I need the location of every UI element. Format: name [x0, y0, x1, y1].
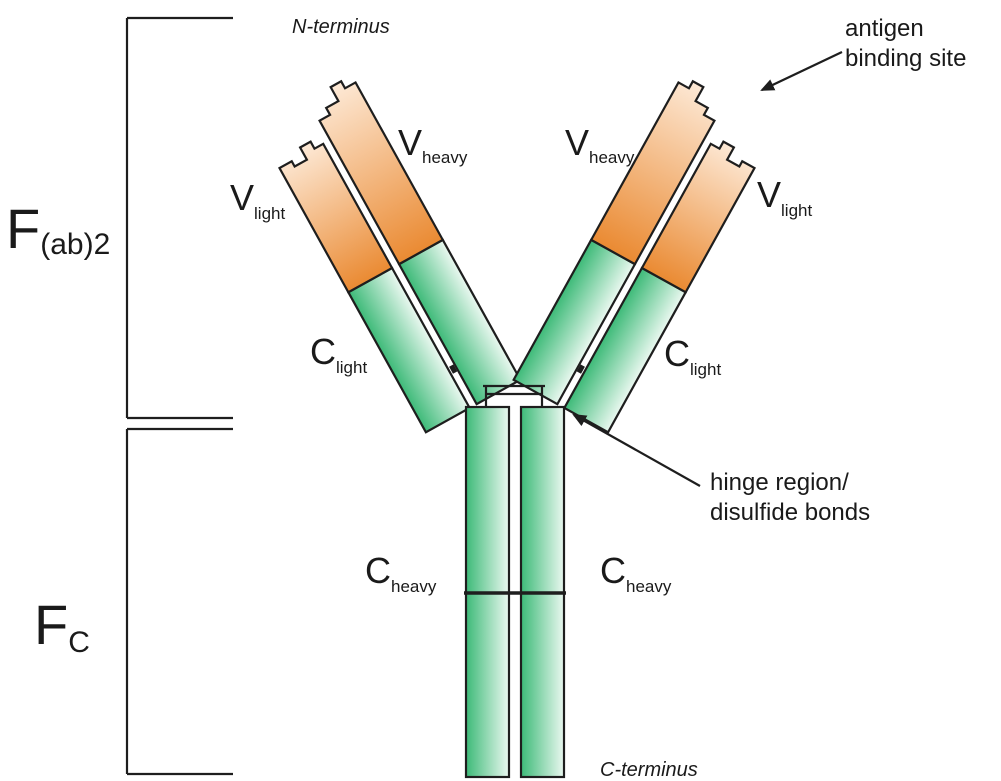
v-heavy-left-label: Vheavy: [398, 122, 468, 167]
fab2-label: F(ab)2: [6, 197, 110, 261]
v-heavy-right-label: Vheavy: [565, 122, 635, 167]
c-heavy-left-label: Cheavy: [365, 550, 437, 596]
hinge-region-label: hinge region/ disulfide bonds: [710, 469, 870, 526]
v-light-left-label: Vlight: [230, 177, 285, 223]
antigen-binding-site-label: antigen binding site: [845, 15, 966, 72]
fc-bracket: [127, 429, 233, 774]
c-light-left-label: Clight: [310, 331, 367, 377]
c-heavy-right-label: Cheavy: [600, 550, 672, 596]
fc-left-constant-upper: [466, 407, 509, 593]
hinge-region-arrow: [574, 415, 700, 486]
n-terminus-label: N-terminus: [292, 16, 390, 38]
fc-right-constant-lower: [521, 593, 564, 777]
c-terminus-label: C-terminus: [600, 759, 698, 781]
fc-right-constant-upper: [521, 407, 564, 593]
fc-left-constant-lower: [466, 593, 509, 777]
c-light-right-label: Clight: [664, 333, 721, 379]
fc-label: FC: [34, 593, 90, 659]
fab2-bracket: [127, 18, 233, 418]
v-light-right-label: Vlight: [757, 174, 812, 220]
antigen-binding-site-arrow: [762, 52, 842, 90]
